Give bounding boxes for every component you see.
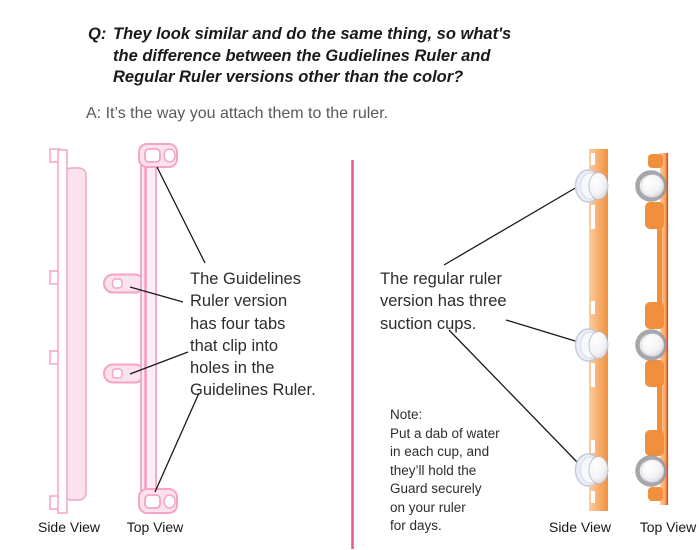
note-line: Put a dab of water	[390, 425, 500, 441]
annotation-line: that clip into	[190, 336, 279, 355]
guidelines-guard-top-view	[103, 143, 178, 514]
annotation-line: The regular ruler	[380, 270, 502, 288]
answer-text: A: It’s the way you attach them to the r…	[86, 105, 389, 122]
annotation-line: suction cups.	[380, 314, 477, 333]
bottom-clip-tab	[138, 488, 178, 514]
note-line: they’ll hold the	[390, 462, 477, 478]
regular-guard-side-view	[574, 149, 609, 511]
regular-guard-top-view	[635, 153, 669, 505]
right-leader-lines	[443, 186, 586, 463]
guidelines-annotation: The Guidelines Ruler version has four ta…	[190, 268, 316, 402]
annotation-line: holes in the	[190, 359, 275, 378]
right-top-view-label: Top View	[639, 519, 697, 535]
note-line: Note:	[390, 407, 423, 422]
suction-cup-top	[635, 170, 667, 202]
suction-cup-side	[574, 169, 609, 203]
left-top-view-label: Top View	[126, 519, 184, 535]
suction-cup-side	[574, 328, 609, 362]
question-line: Regular Ruler versions other than the co…	[113, 68, 464, 87]
regular-annotation: The regular ruler version has three suct…	[380, 268, 507, 335]
guidelines-guard-side-view	[49, 148, 87, 514]
annotation-line: has four tabs	[190, 314, 286, 333]
annotation-line: The Guidelines	[190, 270, 301, 288]
top-clip-tab	[138, 143, 178, 168]
question-line: They look similar and do the same thing,…	[113, 25, 512, 43]
question-block: Q: They look similar and do the same thi…	[88, 24, 511, 89]
suction-cup-side	[574, 453, 609, 487]
left-leader-lines	[129, 166, 206, 493]
note-line: for days.	[390, 518, 442, 533]
suction-cup-top	[635, 455, 667, 487]
right-side-view-label: Side View	[548, 519, 611, 535]
note-line: Guard securely	[390, 481, 482, 496]
note-line: in each cup, and	[390, 444, 490, 459]
guard-hole-slits	[591, 153, 595, 503]
note-line: on your ruler	[390, 499, 466, 515]
question-line: the difference between the Gudielines Ru…	[113, 46, 491, 65]
annotation-line: version has three	[380, 292, 507, 311]
suction-cup-top	[635, 329, 667, 361]
left-side-view-label: Side View	[37, 519, 100, 535]
annotation-line: Ruler version	[190, 292, 288, 311]
annotation-line: Guidelines Ruler.	[190, 381, 316, 400]
question-prefix: Q:	[88, 25, 107, 43]
note-block: Note: Put a dab of water in each cup, an…	[390, 406, 500, 536]
